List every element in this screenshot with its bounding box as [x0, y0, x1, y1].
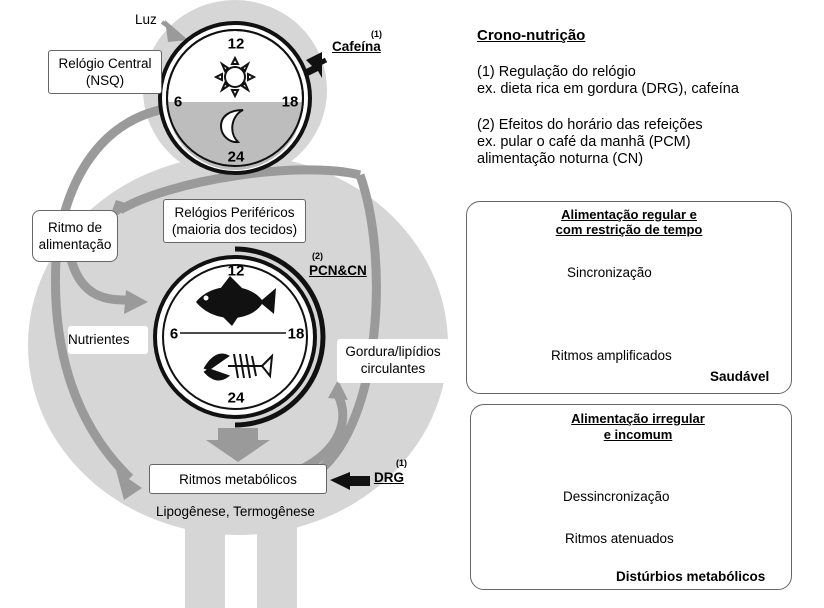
mid-clock-6: 6 — [169, 325, 179, 343]
lipogenesis-label: Lipogênese, Termogênese — [156, 504, 315, 519]
mid-clock-24: 24 — [227, 389, 245, 407]
healthy-title1: Alimentação regular e — [561, 207, 697, 222]
central-clock — [158, 21, 312, 175]
item1-line2: ex. dieta rica em gordura (DRG), cafeína — [477, 81, 739, 97]
central-clock-line2: (NSQ) — [85, 73, 125, 88]
lipids-line2: circulantes — [360, 361, 426, 376]
drg-label: DRG — [374, 470, 404, 485]
disrupted-panel — [470, 404, 792, 590]
feeding-rhythm-line2: alimentação — [38, 237, 112, 252]
nutrients-box: Nutrientes — [68, 326, 148, 354]
lipids-line1: Gordura/lipídios — [345, 344, 441, 359]
amplified-label: Ritmos amplificados — [551, 348, 672, 363]
top-clock-6: 6 — [173, 93, 183, 111]
feeding-rhythm-box: Ritmo de alimentação — [32, 210, 118, 262]
item2-line2: ex. pular o café da manhã (PCM) — [477, 134, 691, 150]
peripheral-clock-box: Relógios Periféricos (maioria dos tecido… — [163, 199, 306, 243]
caffeine-superscript: (1) — [371, 29, 382, 39]
pcn-superscript: (2) — [312, 251, 323, 261]
peripheral-line1: Relógios Periféricos — [174, 205, 295, 220]
top-clock-24: 24 — [227, 148, 245, 166]
mid-clock-12: 12 — [227, 262, 245, 280]
disrupted-title2: e incomum — [603, 427, 673, 442]
peripheral-clock — [153, 246, 326, 428]
sun-icon — [213, 55, 257, 99]
fish-icon — [196, 276, 276, 326]
central-clock-line1: Relógio Central — [58, 56, 152, 71]
fish-bones-icon — [203, 353, 274, 381]
item1-line1: (1) Regulação do relógio — [477, 64, 636, 80]
central-clock-box: Relógio Central (NSQ) — [48, 50, 162, 94]
item2-line3: alimentação noturna (CN) — [477, 151, 644, 167]
chrononutrition-title: Crono-nutrição — [477, 27, 586, 44]
feeding-rhythm-line1: Ritmo de — [47, 220, 103, 235]
metabolic-rhythms-label: Ritmos metabólicos — [179, 472, 297, 487]
lipids-box: Gordura/lipídios circulantes — [337, 339, 449, 383]
light-label: Luz — [135, 12, 157, 27]
top-clock-12: 12 — [227, 35, 245, 53]
top-clock-18: 18 — [281, 93, 299, 111]
disrupted-outcome: Distúrbios metabólicos — [616, 569, 766, 584]
healthy-panel — [466, 201, 792, 394]
healthy-title2: com restrição de tempo — [555, 222, 703, 237]
light-arrow-shaft — [160, 20, 180, 36]
desync-label: Dessincronização — [563, 489, 670, 504]
moon-icon — [219, 109, 244, 144]
pcn-label: PCN&CN — [309, 263, 367, 278]
disrupted-title1: Alimentação irregular — [571, 411, 705, 426]
nutrients-label: Nutrientes — [68, 332, 130, 347]
caffeine-label: Cafeína — [332, 39, 381, 54]
sync-label: Sincronização — [567, 265, 652, 280]
mid-clock-18: 18 — [287, 325, 305, 343]
healthy-outcome: Saudável — [710, 369, 770, 384]
peripheral-line2: (maioria dos tecidos) — [171, 222, 298, 237]
attenuated-label: Ritmos atenuados — [565, 531, 674, 546]
item2-line1: (2) Efeitos do horário das refeições — [477, 117, 703, 133]
drg-superscript: (1) — [396, 458, 407, 468]
metabolic-rhythms-box: Ritmos metabólicos — [149, 464, 327, 494]
